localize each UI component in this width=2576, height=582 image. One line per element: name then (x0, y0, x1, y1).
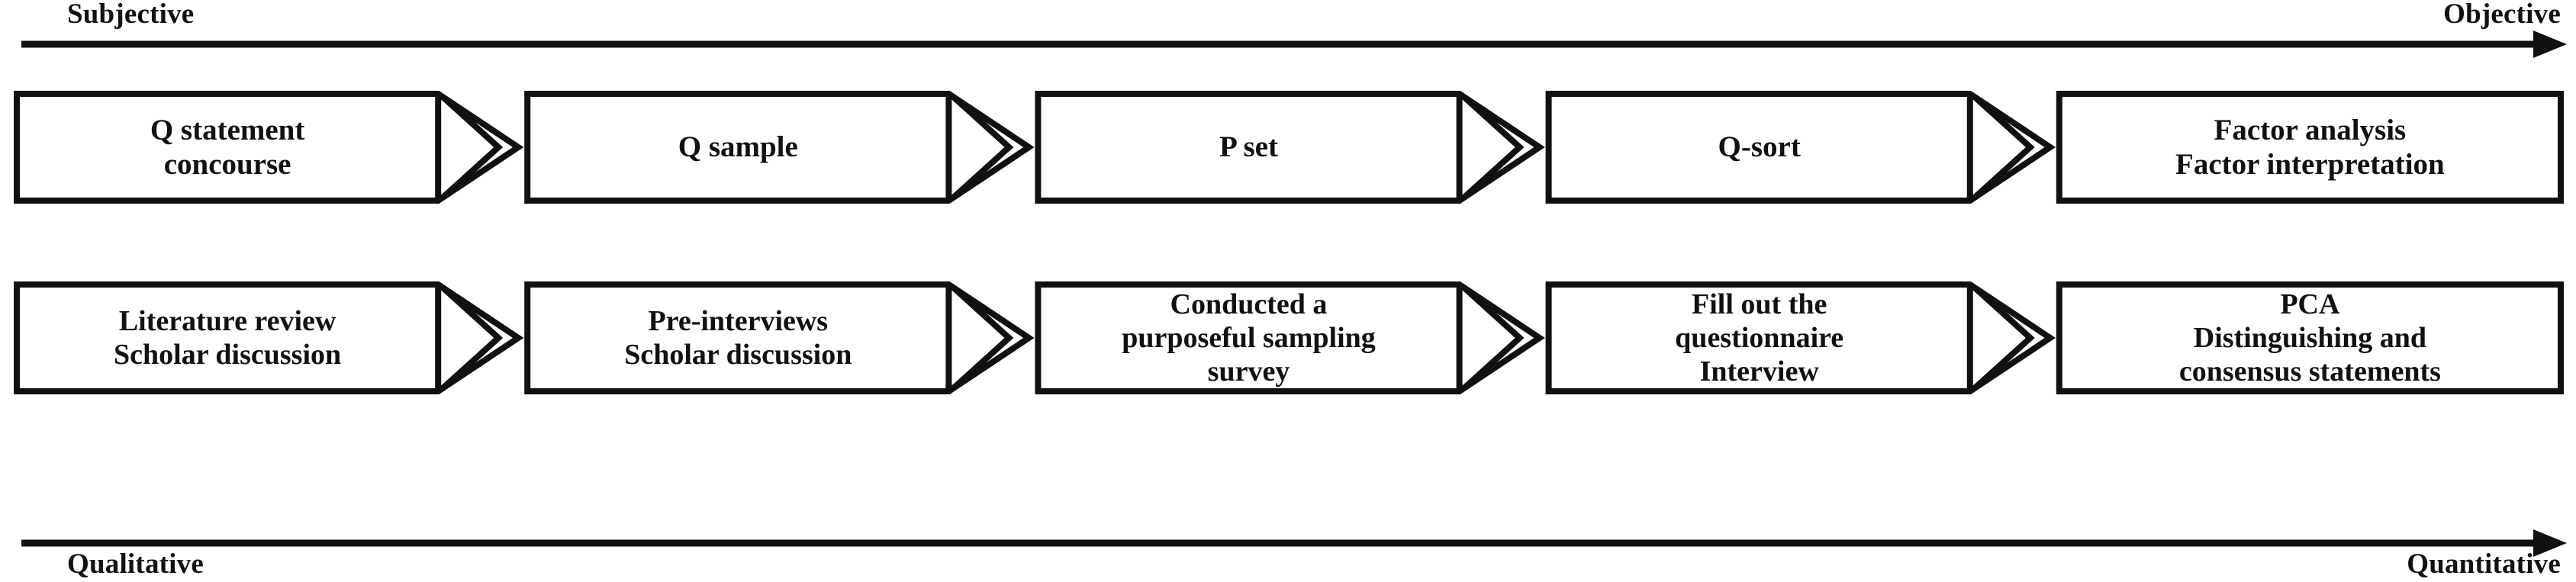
activity-step-1[interactable] (14, 281, 524, 394)
top-axis-arrow (0, 21, 2576, 67)
bottom-axis-arrow (0, 520, 2576, 566)
step-outline (1035, 281, 1545, 394)
axis-label-objective: Objective (2443, 0, 2561, 30)
activity-step-2[interactable] (524, 281, 1035, 394)
step-outline (524, 281, 1035, 394)
axis-label-subjective: Subjective (67, 0, 195, 30)
step-outline (14, 91, 524, 204)
stage-step-1[interactable] (14, 91, 524, 204)
chevron-right-icon (1972, 285, 2035, 391)
step-outline (1545, 281, 2056, 394)
step-outline (2056, 281, 2564, 394)
step-outline (2056, 91, 2564, 204)
step-outline (524, 91, 1035, 204)
chevron-right-icon (440, 95, 504, 200)
stage-step-5[interactable] (2056, 91, 2564, 204)
chevron-right-icon (951, 95, 1014, 200)
stage-step-4[interactable] (1545, 91, 2056, 204)
stage-step-3[interactable] (1035, 91, 1545, 204)
activity-step-5[interactable] (2056, 281, 2564, 394)
activity-step-4[interactable] (1545, 281, 2056, 394)
step-outline (1035, 91, 1545, 204)
axis-label-quantitative: Quantitative (2407, 548, 2561, 580)
axis-label-qualitative: Qualitative (67, 548, 204, 580)
chevron-right-icon (951, 285, 1014, 391)
chevron-right-icon (440, 285, 504, 391)
step-outline (1545, 91, 2056, 204)
chevron-right-icon (1972, 95, 2035, 200)
chevron-right-icon (1461, 285, 1525, 391)
stage-step-2[interactable] (524, 91, 1035, 204)
activity-step-3[interactable] (1035, 281, 1545, 394)
step-outline (14, 281, 524, 394)
chevron-right-icon (1461, 95, 1525, 200)
